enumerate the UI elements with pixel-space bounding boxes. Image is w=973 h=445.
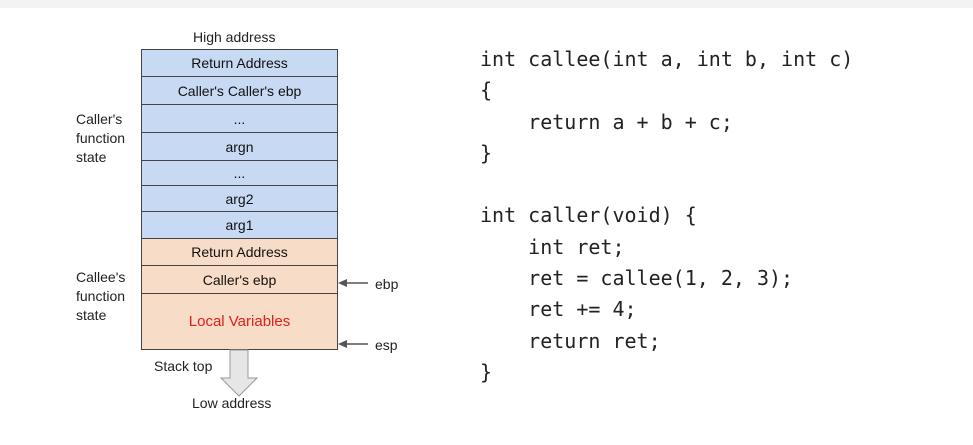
code-line: } [480,140,493,165]
stack-cell-argn: argn [142,133,337,161]
stack-cell-arg2: arg2 [142,186,337,212]
stack-cell-arg1: arg1 [142,212,337,239]
stack-growth-down-arrow [219,349,259,397]
esp-arrow [338,340,368,348]
code-line [480,169,853,200]
ebp-arrow [338,279,368,287]
code-line: return ret; [480,328,661,353]
stack-cell-callers-ebp: Caller's ebp [142,266,337,294]
code-line: int callee(int a, int b, int c) [480,47,854,71]
stack-diagram: Return Address Caller's Caller's ebp ...… [141,49,338,350]
top-band [0,0,973,8]
code-line: } [480,359,493,384]
stack-cell-return-address-caller: Return Address [142,50,337,77]
code-line: ret = callee(1, 2, 3); [480,266,794,291]
code-line: { [480,78,493,103]
ebp-label: ebp [375,276,399,292]
low-address-label: Low address [192,395,272,411]
code-line: int caller(void) { [480,203,697,228]
stack-cell-return-address-callee: Return Address [142,239,337,266]
code-block: int callee(int a, int b, int c) { return… [480,44,853,388]
caller-function-state-label: Caller's function state [76,111,126,165]
stack-cell-ellipsis-top: ... [142,105,337,133]
code-line: ret += 4; [480,297,637,322]
callee-function-state-label: Callee's function state [76,269,126,323]
stack-cell-ellipsis-mid: ... [142,161,337,186]
stack-cell-callers-caller-ebp: Caller's Caller's ebp [142,77,337,105]
code-line: return a + b + c; [480,109,733,134]
stack-top-label: Stack top [154,358,213,374]
esp-label: esp [375,337,398,353]
stack-cell-local-variables: Local Variables [142,294,337,349]
code-line: int ret; [480,234,625,259]
high-address-label: High address [193,29,276,45]
